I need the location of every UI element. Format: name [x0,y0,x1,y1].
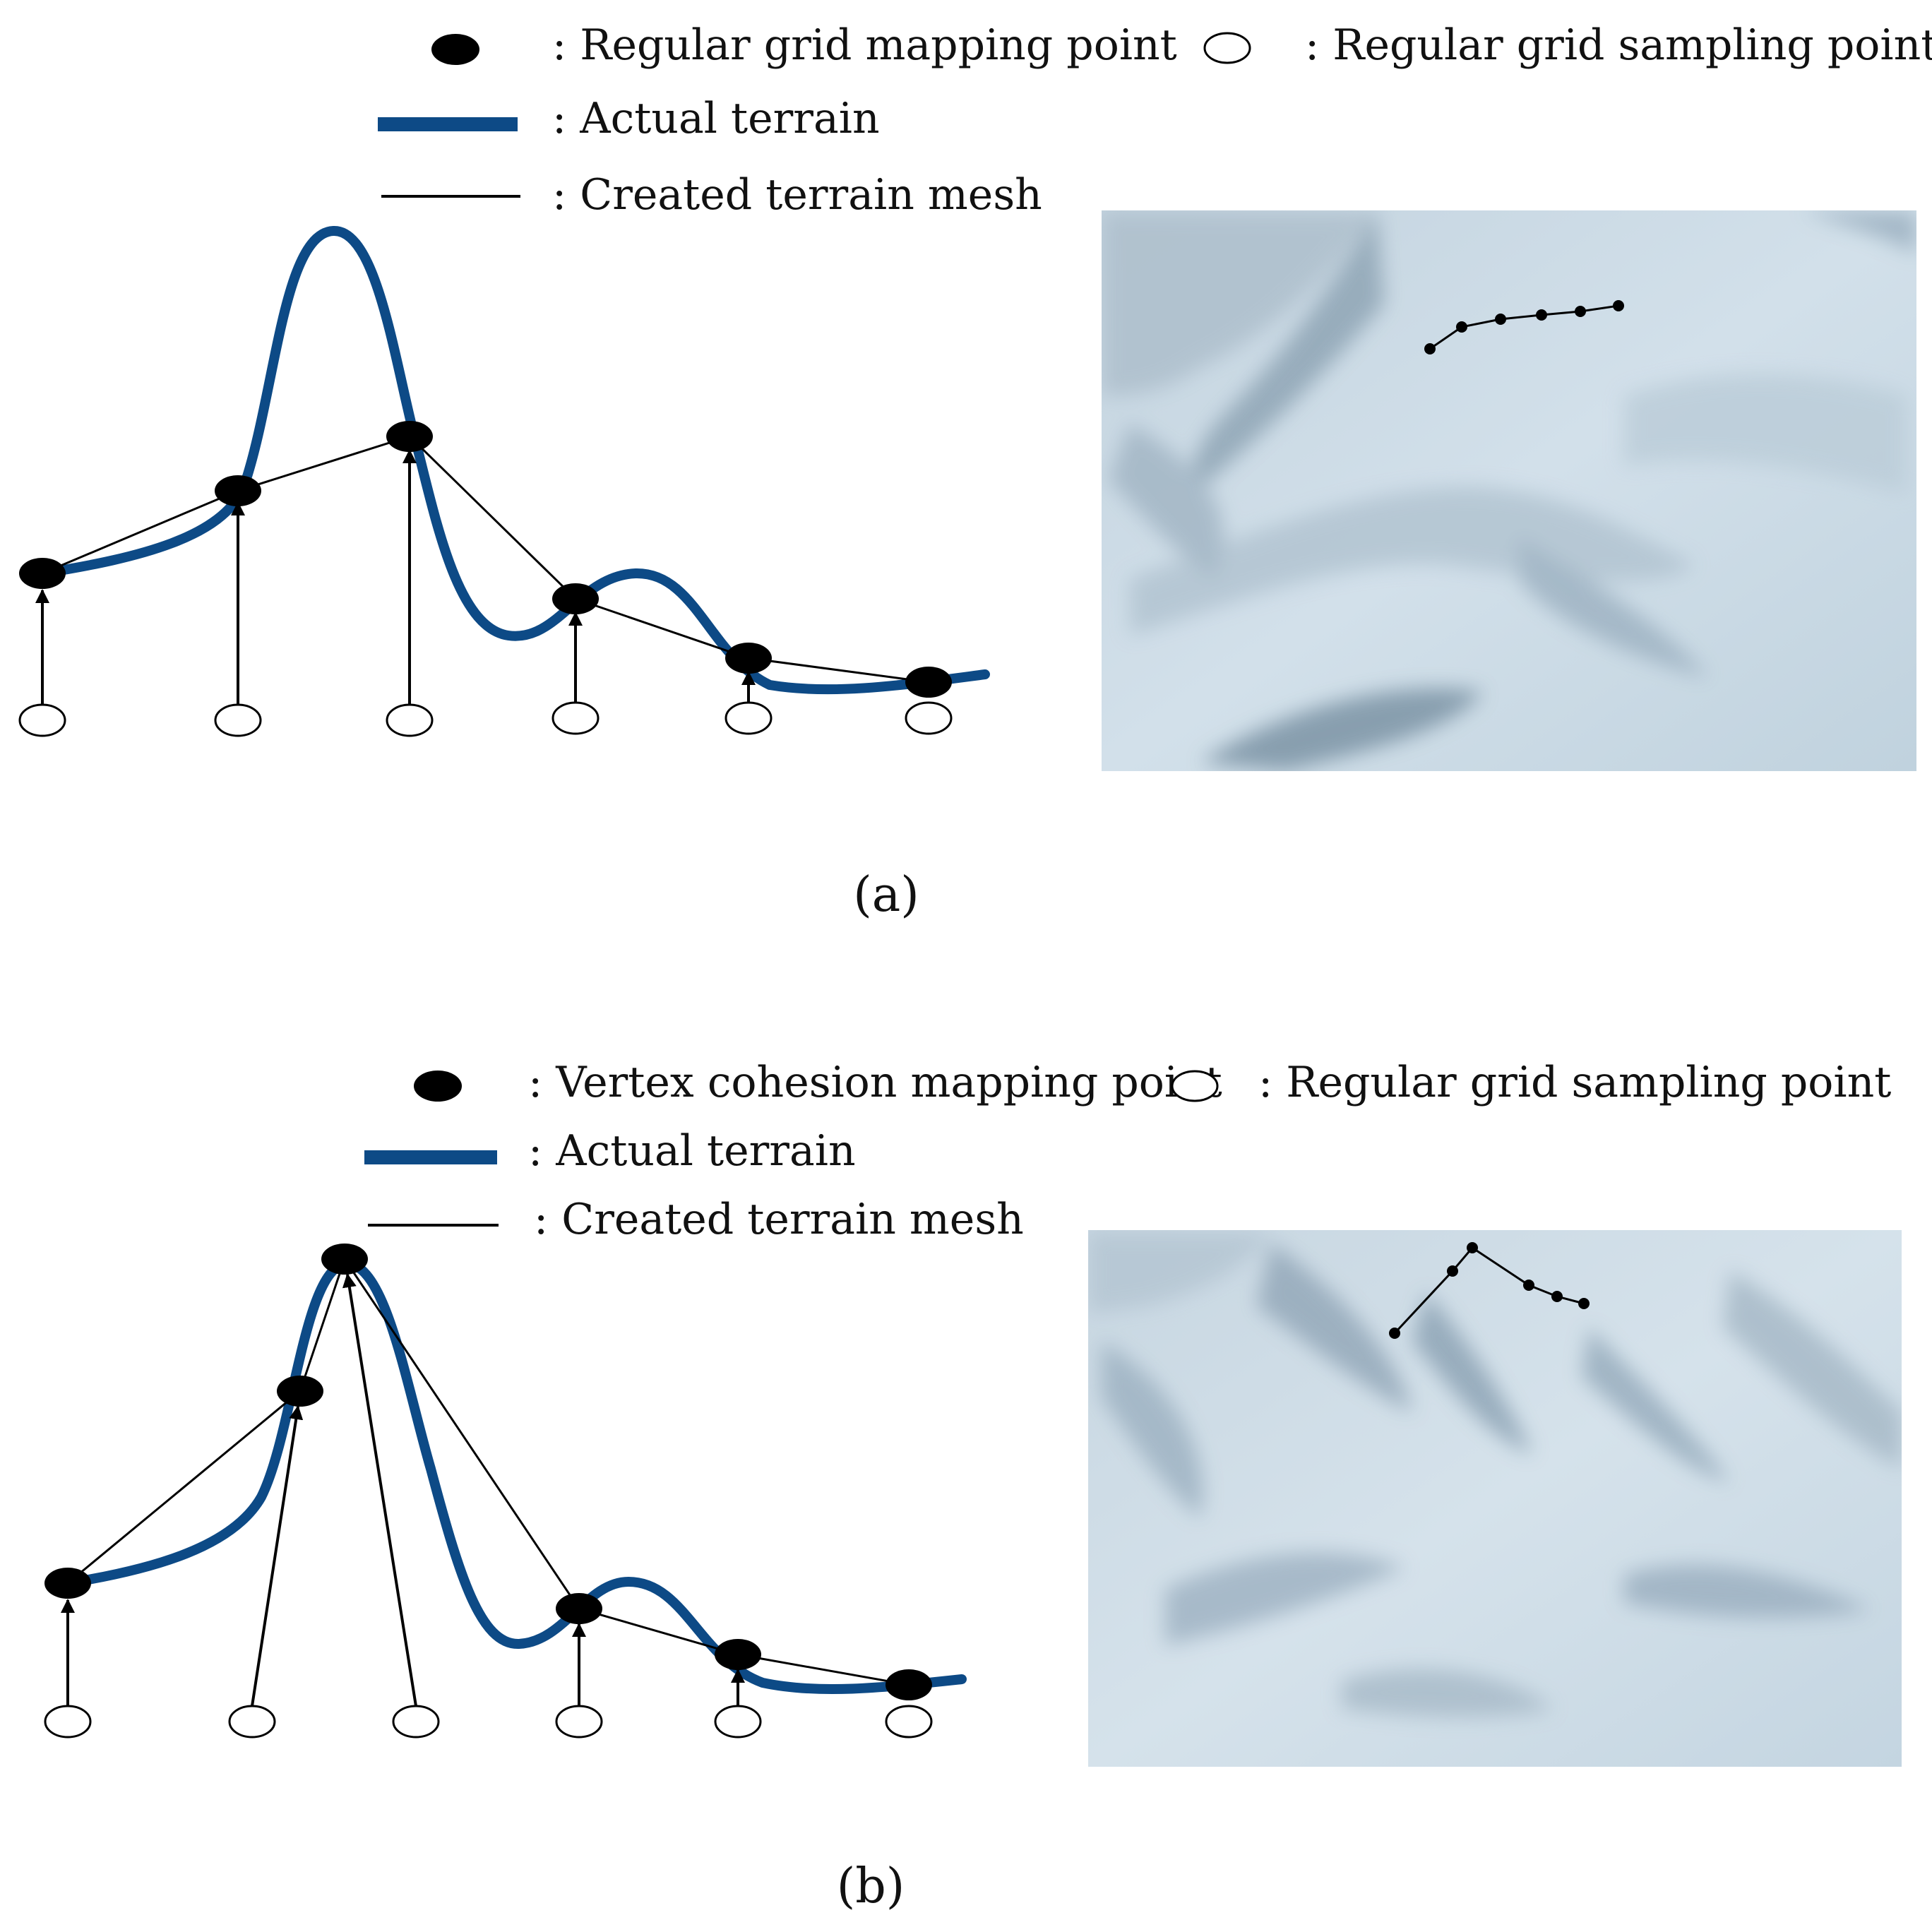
mapping-point-icon [414,1071,462,1102]
legend-actual-terrain-label: : Actual terrain [528,1126,856,1176]
mapping-point-icon [431,34,479,65]
sampling-point [44,1705,92,1739]
sampling-points [44,1705,933,1739]
sampling-point [214,703,262,737]
sampling-point [386,703,434,737]
mapping-point [886,1669,932,1700]
mapping-points [44,1244,932,1700]
render-vertex [1467,1242,1478,1253]
render-vertex [1456,321,1467,333]
render-vertex [1447,1265,1458,1277]
sampling-arrows [35,449,756,705]
sampling-point [714,1705,762,1739]
sampling-point [555,1705,603,1739]
legend-actual-terrain-label: : Actual terrain [552,94,880,143]
legend-sampling-point-label: : Regular grid sampling point [1305,20,1932,70]
sampling-point [724,701,773,735]
render-profile-line [1429,304,1619,350]
sampling-point [392,1705,440,1739]
legend-sampling-point-label: : Regular grid sampling point [1258,1058,1891,1107]
legend-mapping-point-label: : Regular grid mapping point [552,20,1177,70]
mapping-point [215,475,261,506]
render-vertex [1495,314,1506,325]
sampling-point [885,1705,933,1739]
mapping-point [905,667,952,698]
render-vertex [1424,343,1436,354]
sampling-point [551,701,600,735]
panel-b: : Vertex cohesion mapping point : Regula… [44,1058,1902,1914]
panel-b-legend: : Vertex cohesion mapping point : Regula… [364,1058,1891,1244]
render-vertex [1389,1328,1400,1339]
render-vertex [1575,306,1586,317]
mapping-points [19,421,952,698]
panel-a-caption: (a) [853,867,919,923]
panel-a-legend: : Regular grid mapping point : Regular g… [378,20,1932,220]
sampling-point [905,701,953,735]
legend-terrain-mesh-label: : Created terrain mesh [534,1195,1024,1244]
mapping-point [277,1376,323,1407]
sampling-points [18,701,953,737]
sampling-arrow [251,1405,304,1707]
panel-b-caption: (b) [837,1859,905,1914]
panel-a-terrain-render [1102,210,1916,771]
mapping-point [556,1593,602,1624]
mapping-point [552,583,599,614]
legend-terrain-mesh-label: : Created terrain mesh [552,170,1042,220]
mapping-point [44,1568,91,1599]
sampling-arrow [342,1273,417,1707]
panel-a: : Regular grid mapping point : Regular g… [18,20,1932,923]
actual-terrain-curve [63,1258,967,1695]
terrain-mesh-polyline [42,435,929,684]
mapping-point [725,643,772,674]
terrain-mesh-polyline [67,1256,910,1686]
sampling-point-icon [1171,1070,1219,1102]
actual-terrain-curve [37,225,990,695]
panel-a-diagram [18,225,990,737]
panel-b-terrain-render [1088,1230,1902,1767]
legend-mapping-point-label: : Vertex cohesion mapping point [528,1058,1222,1107]
mapping-point [321,1244,368,1275]
sampling-point [18,703,66,737]
render-vertex [1536,309,1547,321]
sampling-point-icon [1203,32,1251,64]
mapping-point [715,1639,761,1670]
panel-b-diagram [44,1244,967,1739]
mapping-point [19,558,66,589]
render-vertex [1523,1280,1534,1291]
sampling-point [228,1705,276,1739]
render-vertex [1613,300,1624,311]
render-vertex [1578,1298,1590,1309]
sampling-arrows [61,1273,745,1707]
render-vertex [1551,1291,1563,1302]
mapping-point [386,421,433,452]
